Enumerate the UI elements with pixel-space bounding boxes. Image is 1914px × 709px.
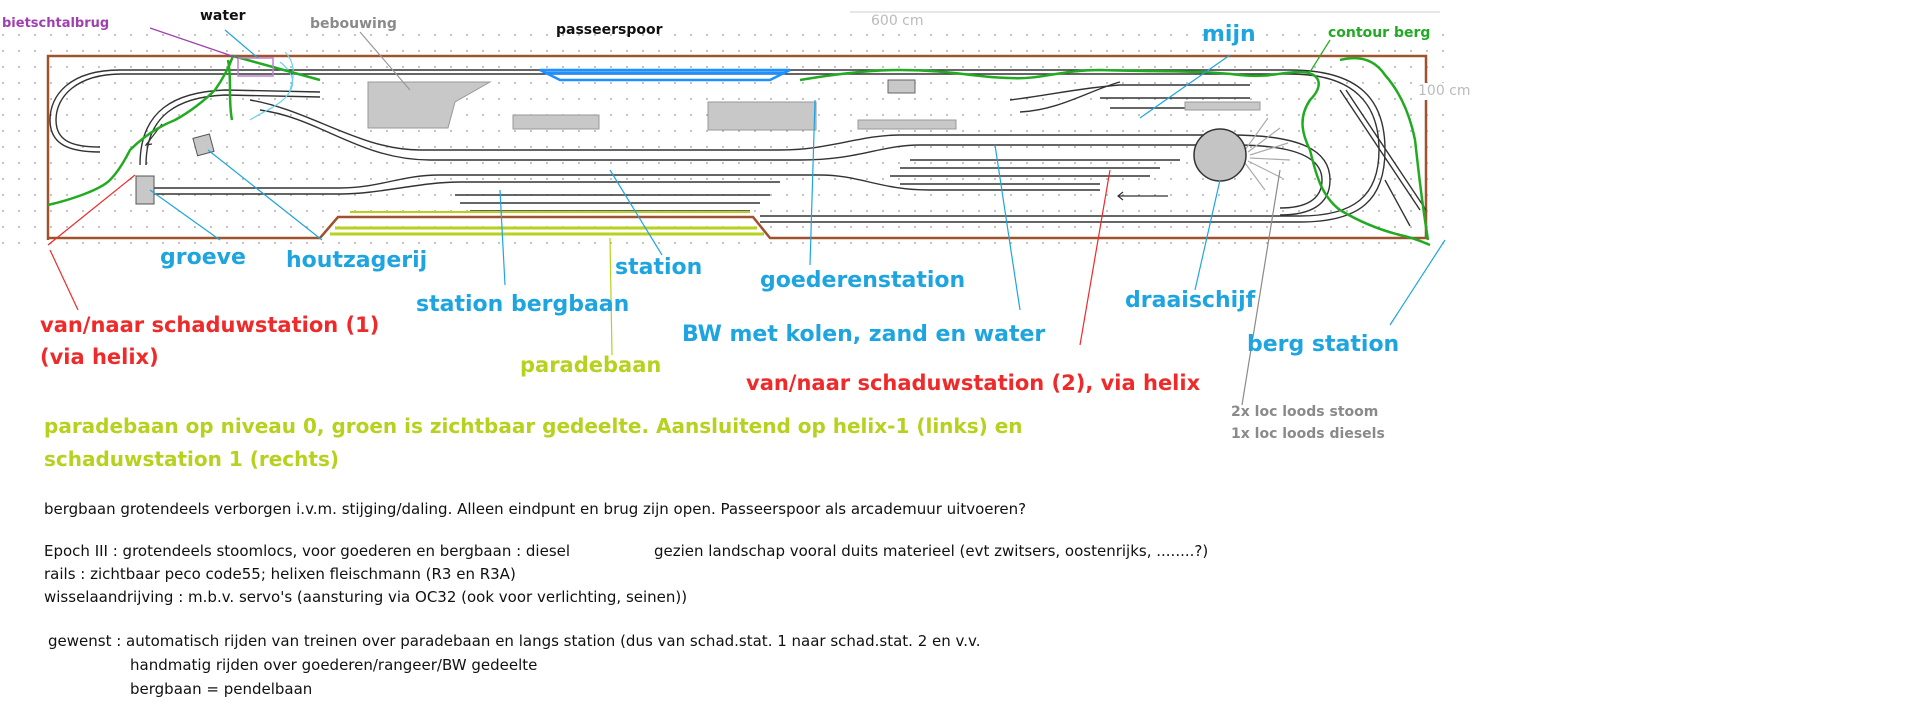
callout-paradebaan: paradebaan xyxy=(520,353,662,377)
groeve-leader xyxy=(149,189,221,241)
mid-line-4 xyxy=(150,181,780,195)
tracks xyxy=(49,69,1427,227)
schaduw2-leader xyxy=(1079,169,1111,346)
building-groeve xyxy=(135,175,155,205)
inner-curve-left xyxy=(139,89,321,166)
note-gewenst: gewenst : automatisch rijden van treinen… xyxy=(48,632,981,650)
mountain-line-right-3 xyxy=(1384,179,1411,227)
note-bergbaan: bergbaan grotendeels verborgen i.v.m. st… xyxy=(44,500,1027,518)
bietschtalbrug-bridge xyxy=(237,57,274,77)
note-pendelbaan: bergbaan = pendelbaan xyxy=(130,680,313,698)
bietschtalbrug-leader xyxy=(149,27,239,59)
callout-berg-station: berg station xyxy=(1247,332,1400,357)
board-outline xyxy=(46,54,1428,240)
left-loop xyxy=(49,69,240,153)
building-bw-1 xyxy=(887,79,916,94)
note-paradebaan-line2: schaduwstation 1 (rechts) xyxy=(44,447,339,471)
callout-houtzagerij: houtzagerij xyxy=(286,248,428,273)
label-bebouwing: bebouwing xyxy=(310,16,397,32)
station-leader xyxy=(609,169,663,256)
mine-branch-4 xyxy=(1019,81,1121,113)
mid-line-1 xyxy=(249,99,1230,151)
label-contour-berg: contour berg xyxy=(1328,25,1431,41)
bebouwing-leader xyxy=(359,31,411,91)
callout-loods-diesels: 1x loc loods diesels xyxy=(1231,426,1385,442)
callout-loods-stoom: 2x loc loods stoom xyxy=(1231,404,1379,420)
building-bebouwing xyxy=(367,81,492,129)
water-outline-2 xyxy=(284,51,294,91)
goederenstation-leader xyxy=(809,99,816,266)
mid-line-3 xyxy=(150,174,1100,191)
passing-track xyxy=(539,68,791,82)
berg-station-leader xyxy=(1389,239,1446,326)
loods-leader xyxy=(1241,169,1281,406)
turntable xyxy=(1193,128,1247,182)
label-bietschtalbrug: bietschtalbrug xyxy=(2,16,110,31)
mine-branch-1 xyxy=(1009,84,1250,101)
schaduw1-leader-a xyxy=(49,249,79,311)
callout-station: station xyxy=(615,255,703,280)
label-passeerspoor: passeerspoor xyxy=(556,22,663,38)
mijn-leader xyxy=(1139,54,1231,119)
paradebaan-leader xyxy=(609,237,613,356)
building-mine xyxy=(1184,101,1261,111)
callout-draaischijf: draaischijf xyxy=(1125,288,1256,313)
mountain-contour xyxy=(47,54,1431,247)
callout-lines xyxy=(47,27,1446,406)
draaischijf-leader xyxy=(1194,179,1221,291)
callout-station-bergbaan: station bergbaan xyxy=(416,292,630,317)
callout-goederenstation: goederenstation xyxy=(760,268,966,293)
contour-berg-leader xyxy=(1309,39,1331,73)
label-height-dimension: 100 cm xyxy=(1416,83,1473,100)
station-bergbaan-leader xyxy=(499,189,506,286)
note-wissel: wisselaandrijving : m.b.v. servo's (aans… xyxy=(44,588,688,606)
label-water: water xyxy=(200,8,246,24)
mid-line-2 xyxy=(259,109,1230,161)
bw-leader xyxy=(994,144,1021,311)
label-mijn: mijn xyxy=(1202,22,1256,47)
mountain-contour-left xyxy=(226,59,234,121)
callout-schaduwstation-1-line2: (via helix) xyxy=(40,345,159,369)
note-handmatig: handmatig rijden over goederen/rangeer/B… xyxy=(130,656,538,674)
note-epoch: Epoch III : grotendeels stoomlocs, voor … xyxy=(44,542,571,560)
callout-schaduwstation-1-line1: van/naar schaduwstation (1) xyxy=(40,313,380,337)
left-loop-2 xyxy=(55,73,240,148)
mountain-line-right-2 xyxy=(1345,89,1427,211)
callout-groeve: groeve xyxy=(160,245,246,270)
label-width-dimension: 600 cm xyxy=(868,13,927,30)
note-paradebaan-line1: paradebaan op niveau 0, groen is zichtba… xyxy=(44,414,1023,438)
water-leader xyxy=(224,29,259,59)
inner-curve-left-2 xyxy=(145,94,321,166)
houtzagerij-leader xyxy=(207,149,323,241)
mountain-line-right xyxy=(1339,89,1421,211)
main-loop-outer-2 xyxy=(240,73,1380,217)
building-bw-2 xyxy=(857,119,957,130)
note-rails: rails : zichtbaar peco code55; helixen f… xyxy=(44,565,516,583)
building-station xyxy=(512,114,600,130)
schaduw1-leader-b xyxy=(47,174,136,246)
callout-schaduwstation-2: van/naar schaduwstation (2), via helix xyxy=(746,371,1201,395)
loco-shed-fan xyxy=(1244,117,1291,191)
callout-bw: BW met kolen, zand en water xyxy=(682,322,1046,347)
note-gezien: gezien landschap vooral duits materieel … xyxy=(654,542,1209,560)
building-goods-shed xyxy=(707,101,817,131)
main-loop-outer xyxy=(240,69,1386,223)
right-inner-curve xyxy=(1229,134,1331,216)
